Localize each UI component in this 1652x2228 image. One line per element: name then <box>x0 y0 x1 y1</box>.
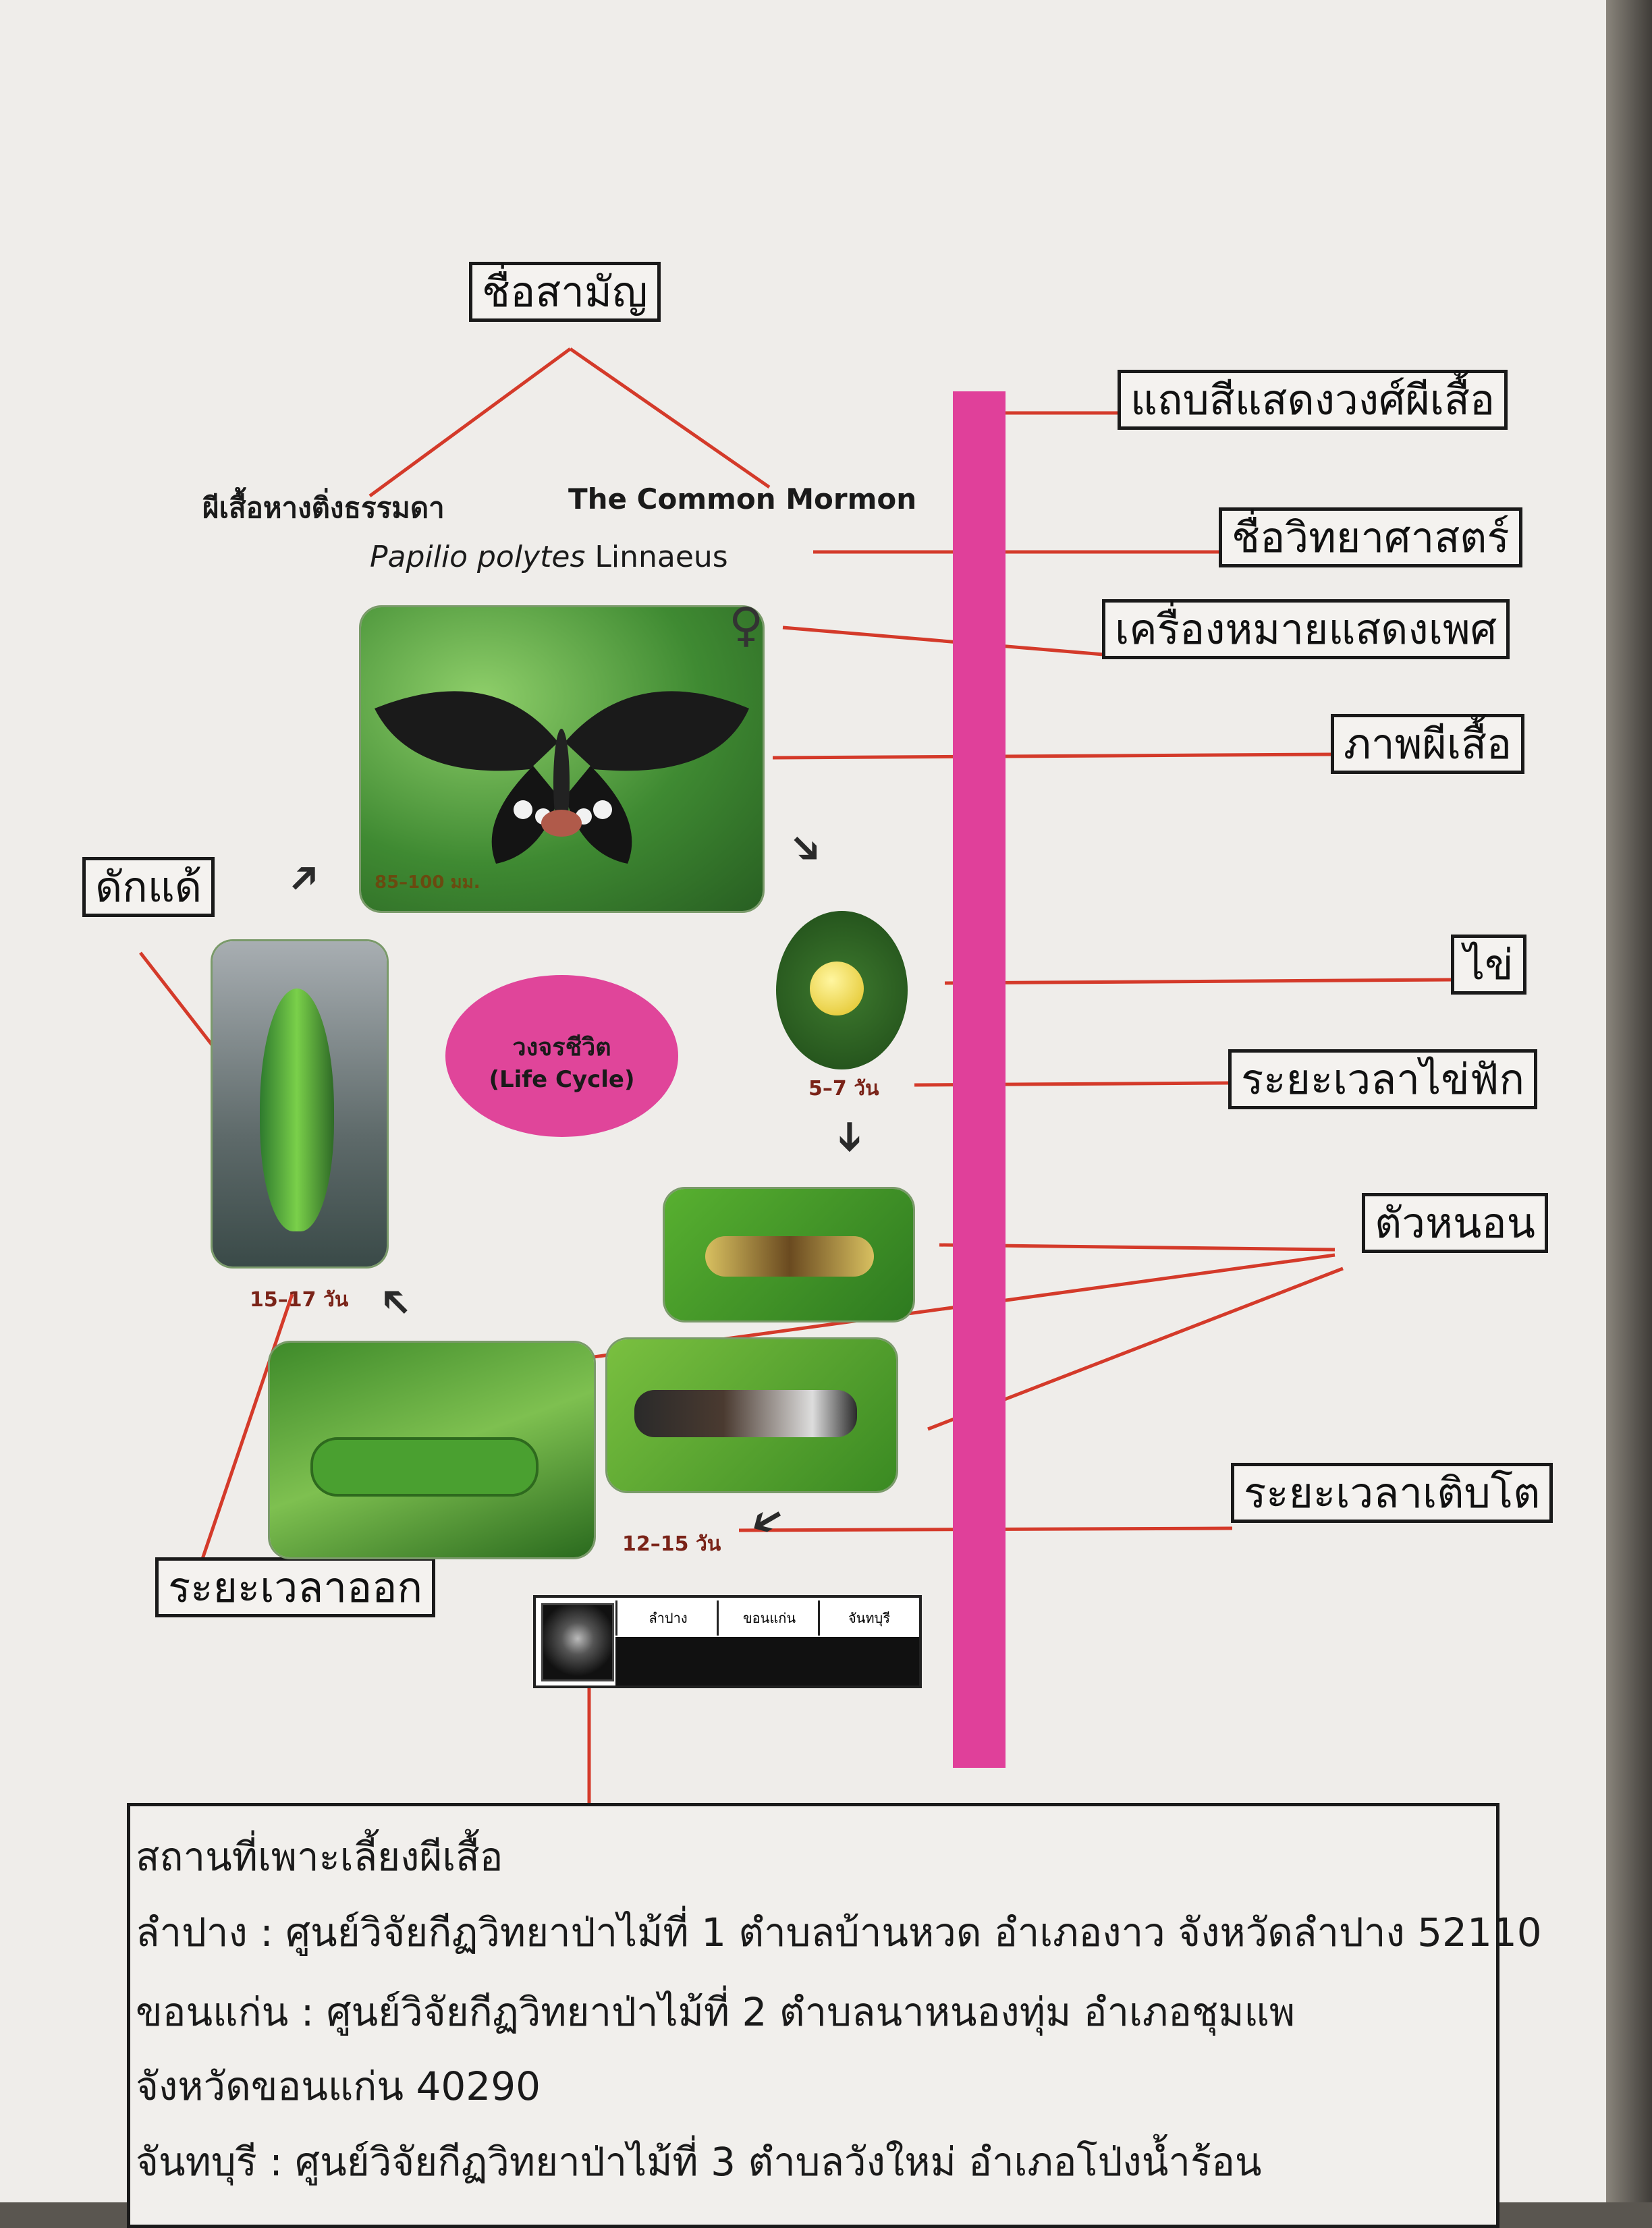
larva-icon <box>634 1390 857 1437</box>
location-table: ลำปาง ขอนแก่น จันทบุรี <box>533 1595 922 1688</box>
butterfly-icon <box>375 691 749 864</box>
line-egg <box>944 978 1453 985</box>
label-family-band: แถบสีแสดงวงศ์ผีเสื้อ <box>1118 370 1508 430</box>
line-common-thai <box>368 347 572 498</box>
label-scientific-name: ชื่อวิทยาศาสตร์ <box>1219 507 1522 568</box>
pupa-photo <box>213 941 387 1266</box>
label-growth-time: ระยะเวลาเติบโต <box>1231 1463 1553 1524</box>
pupa-duration: 15–17 วัน <box>250 1288 349 1312</box>
life-cycle-circle: วงจรชีวิต (Life Cycle) <box>445 975 678 1137</box>
caterpillar-icon <box>310 1437 539 1497</box>
label-sex-symbol: เครื่องหมายแสดงเพศ <box>1102 599 1510 660</box>
line-butterfly-image <box>772 752 1333 760</box>
species-thai-name: ผีเสื้อหางติ่งธรรมดา <box>202 491 445 524</box>
female-symbol-icon: ♀ <box>729 597 764 652</box>
info-title: สถานที่เพาะเลี้ยงผีเสื้อ <box>136 1834 503 1880</box>
label-larva: ตัวหนอน <box>1362 1193 1548 1254</box>
larva-icon <box>705 1236 874 1277</box>
author: Linnaeus <box>585 540 728 574</box>
info-line: ลำปาง : ศูนย์วิจัยกีฏวิทยาป่าไม้ที่ 1 ตำ… <box>136 1910 1542 1955</box>
location-header: จันทบุรี <box>818 1600 918 1636</box>
butterfly-size: 85–100 มม. <box>375 872 480 893</box>
egg-icon <box>810 962 864 1015</box>
larva-photo-3 <box>607 1339 896 1491</box>
egg-photo <box>776 911 908 1069</box>
line-pupa <box>139 951 219 1054</box>
larva-photo-2 <box>270 1343 594 1557</box>
larva-photo-1 <box>665 1189 913 1320</box>
life-cycle-english: (Life Cycle) <box>489 1066 635 1093</box>
egg-duration: 5–7 วัน <box>808 1077 879 1101</box>
label-pupa: ดักแด้ <box>82 857 215 918</box>
genus-species: Papilio polytes <box>370 540 586 574</box>
line-sex-symbol <box>782 625 1104 657</box>
label-egg: ไข่ <box>1451 935 1526 995</box>
location-data-bar <box>615 1637 919 1686</box>
line-emerge-time <box>197 1293 294 1569</box>
scientific-name: Papilio polytes Linnaeus <box>370 540 728 574</box>
line-common-english <box>569 347 771 489</box>
info-line: จังหวัดขอนแก่น 40290 <box>136 2063 541 2109</box>
arrow-egg-to-larva: ➔ <box>827 1119 875 1154</box>
location-header: ขอนแก่น <box>717 1600 820 1636</box>
label-hatch-time: ระยะเวลาไข่ฟัก <box>1228 1049 1538 1110</box>
label-butterfly-image: ภาพผีเสื้อ <box>1331 714 1525 775</box>
location-header: ลำปาง <box>615 1600 719 1636</box>
page-edge <box>1606 0 1652 2202</box>
family-color-band <box>953 391 1006 1768</box>
life-cycle-thai: วงจรชีวิต <box>512 1034 611 1061</box>
location-thumbnail <box>541 1603 614 1681</box>
pupa-icon <box>260 988 334 1231</box>
info-line: จันทบุรี : ศูนย์วิจัยกีฏวิทยาป่าไม้ที่ 3… <box>136 2139 1262 2185</box>
breeding-location-box: สถานที่เพาะเลี้ยงผีเสื้อ ลำปาง : ศูนย์วิ… <box>127 1803 1542 2228</box>
label-common-name: ชื่อสามัญ <box>469 262 661 323</box>
info-line: ขอนแก่น : ศูนย์วิจัยกีฏวิทยาป่าไม้ที่ 2 … <box>136 1989 1296 2035</box>
label-emerge-time: ระยะเวลาออก <box>155 1557 436 1618</box>
butterfly-photo: 85–100 มม. <box>361 607 763 911</box>
larva-duration: 12–15 วัน <box>622 1532 721 1556</box>
species-english-name: The Common Mormon <box>568 482 917 516</box>
